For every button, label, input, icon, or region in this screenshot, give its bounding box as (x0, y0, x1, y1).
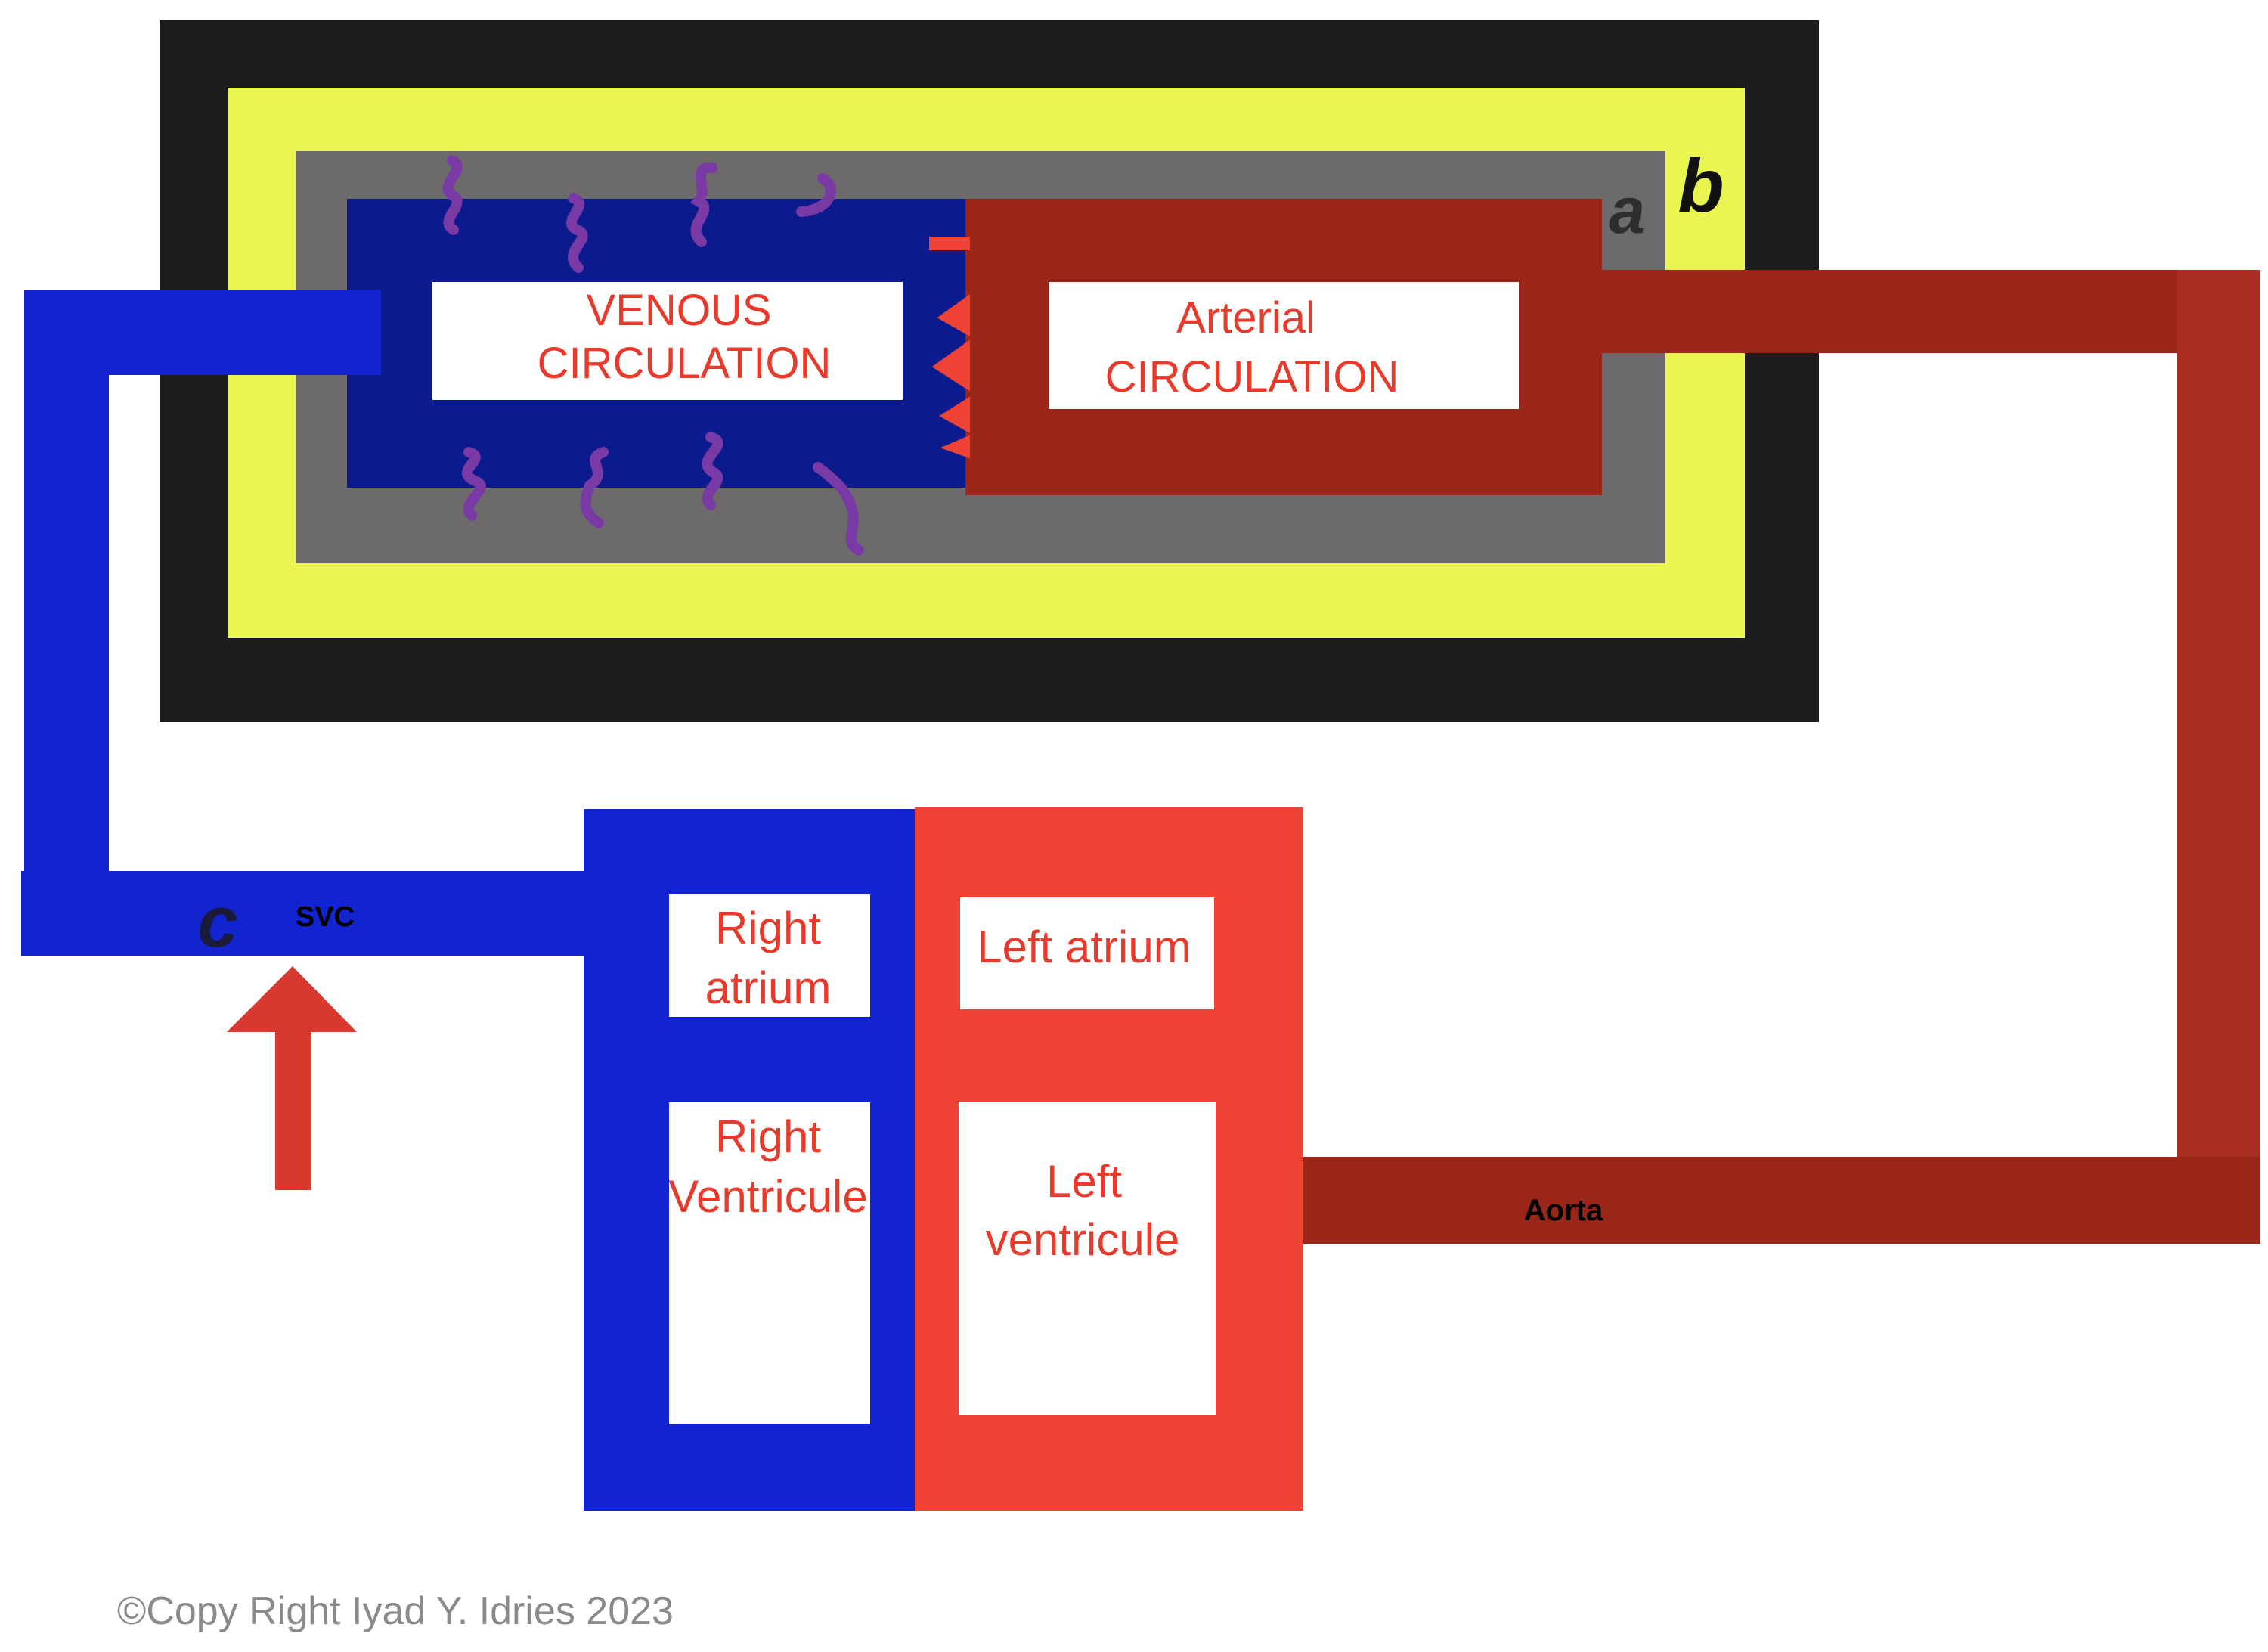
right-ventricle-box (669, 1102, 870, 1424)
right-atrium-box (669, 894, 870, 1017)
arterial-label-line1: Arterial (1176, 293, 1315, 342)
left-atrium-label: Left atrium (977, 922, 1191, 972)
left-atrium-box (960, 897, 1214, 1009)
aorta-label: Aorta (1524, 1194, 1603, 1227)
venous-descending-vessel (24, 290, 109, 956)
left-ventricle-line2: ventricule (986, 1214, 1180, 1265)
arterial-label-box (1049, 282, 1519, 409)
layer-label-c: c (197, 882, 237, 962)
arterial-outflow-vessel (1588, 270, 2260, 353)
left-ventricle-line1: Left (1046, 1156, 1122, 1207)
venous-label-line2: CIRCULATION (538, 339, 832, 388)
left-ventricle-box (959, 1102, 1216, 1415)
up-arrow-icon (227, 966, 357, 1190)
right-ventricle-line2: Ventricule (668, 1171, 868, 1222)
right-atrium-line2: atrium (705, 962, 832, 1013)
copyright-text: ©Copy Right Iyad Y. Idries 2023 (117, 1589, 674, 1633)
svc-vessel (21, 871, 596, 956)
capillary-exchange-spikes (929, 237, 970, 459)
venous-label-box (432, 282, 903, 400)
layer-label-b: b (1678, 144, 1724, 228)
svc-label: SVC (296, 901, 355, 933)
right-atrium-line1: Right (715, 903, 821, 953)
venous-squiggles (442, 155, 864, 556)
venous-label-line1: VENOUS (587, 286, 772, 335)
aorta-vessel (1300, 1157, 2260, 1244)
arterial-label-line2: CIRCULATION (1105, 352, 1399, 401)
descending-artery (2177, 270, 2260, 1240)
right-ventricle-line1: Right (715, 1111, 821, 1162)
layer-label-a: a (1609, 175, 1645, 247)
